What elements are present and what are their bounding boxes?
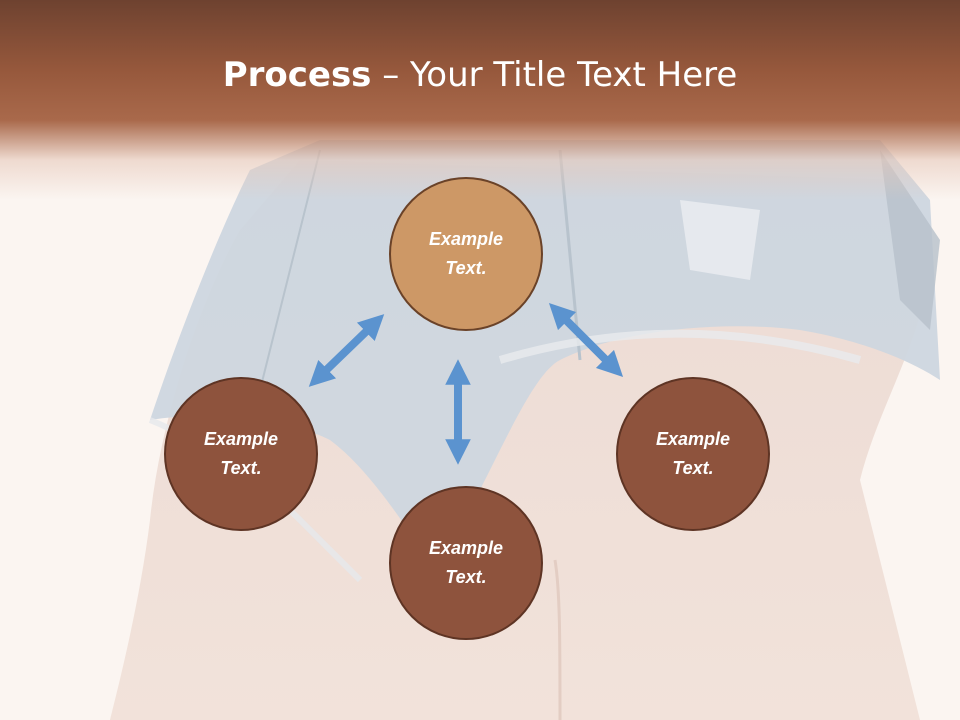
double-arrow-icon[interactable] — [548, 302, 624, 378]
title-band — [0, 0, 960, 200]
slide-title-rest: – Your Title Text Here — [371, 55, 738, 95]
process-node-bottom[interactable]: Example Text. — [389, 486, 543, 640]
node-text: Example Text. — [655, 429, 731, 478]
process-node-right[interactable]: Example Text. — [616, 377, 770, 531]
process-node-left[interactable]: Example Text. — [164, 377, 318, 531]
process-node-top[interactable]: Example Text. — [389, 177, 543, 331]
node-text: Example Text. — [428, 538, 504, 587]
node-text: Example Text. — [428, 229, 504, 278]
double-arrow-icon[interactable] — [308, 314, 385, 387]
slide-title[interactable]: Process – Your Title Text Here — [0, 50, 960, 100]
slide-title-bold: Process — [222, 55, 372, 95]
node-text: Example Text. — [203, 429, 279, 478]
